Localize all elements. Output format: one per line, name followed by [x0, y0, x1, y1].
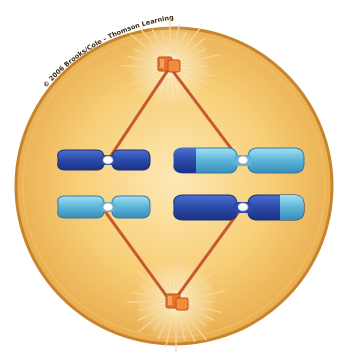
cell-diagram: © 2006 Brooks/Cole – Thomson Learning	[0, 0, 339, 361]
mitosis-figure: © 2006 Brooks/Cole – Thomson Learning	[0, 0, 339, 361]
